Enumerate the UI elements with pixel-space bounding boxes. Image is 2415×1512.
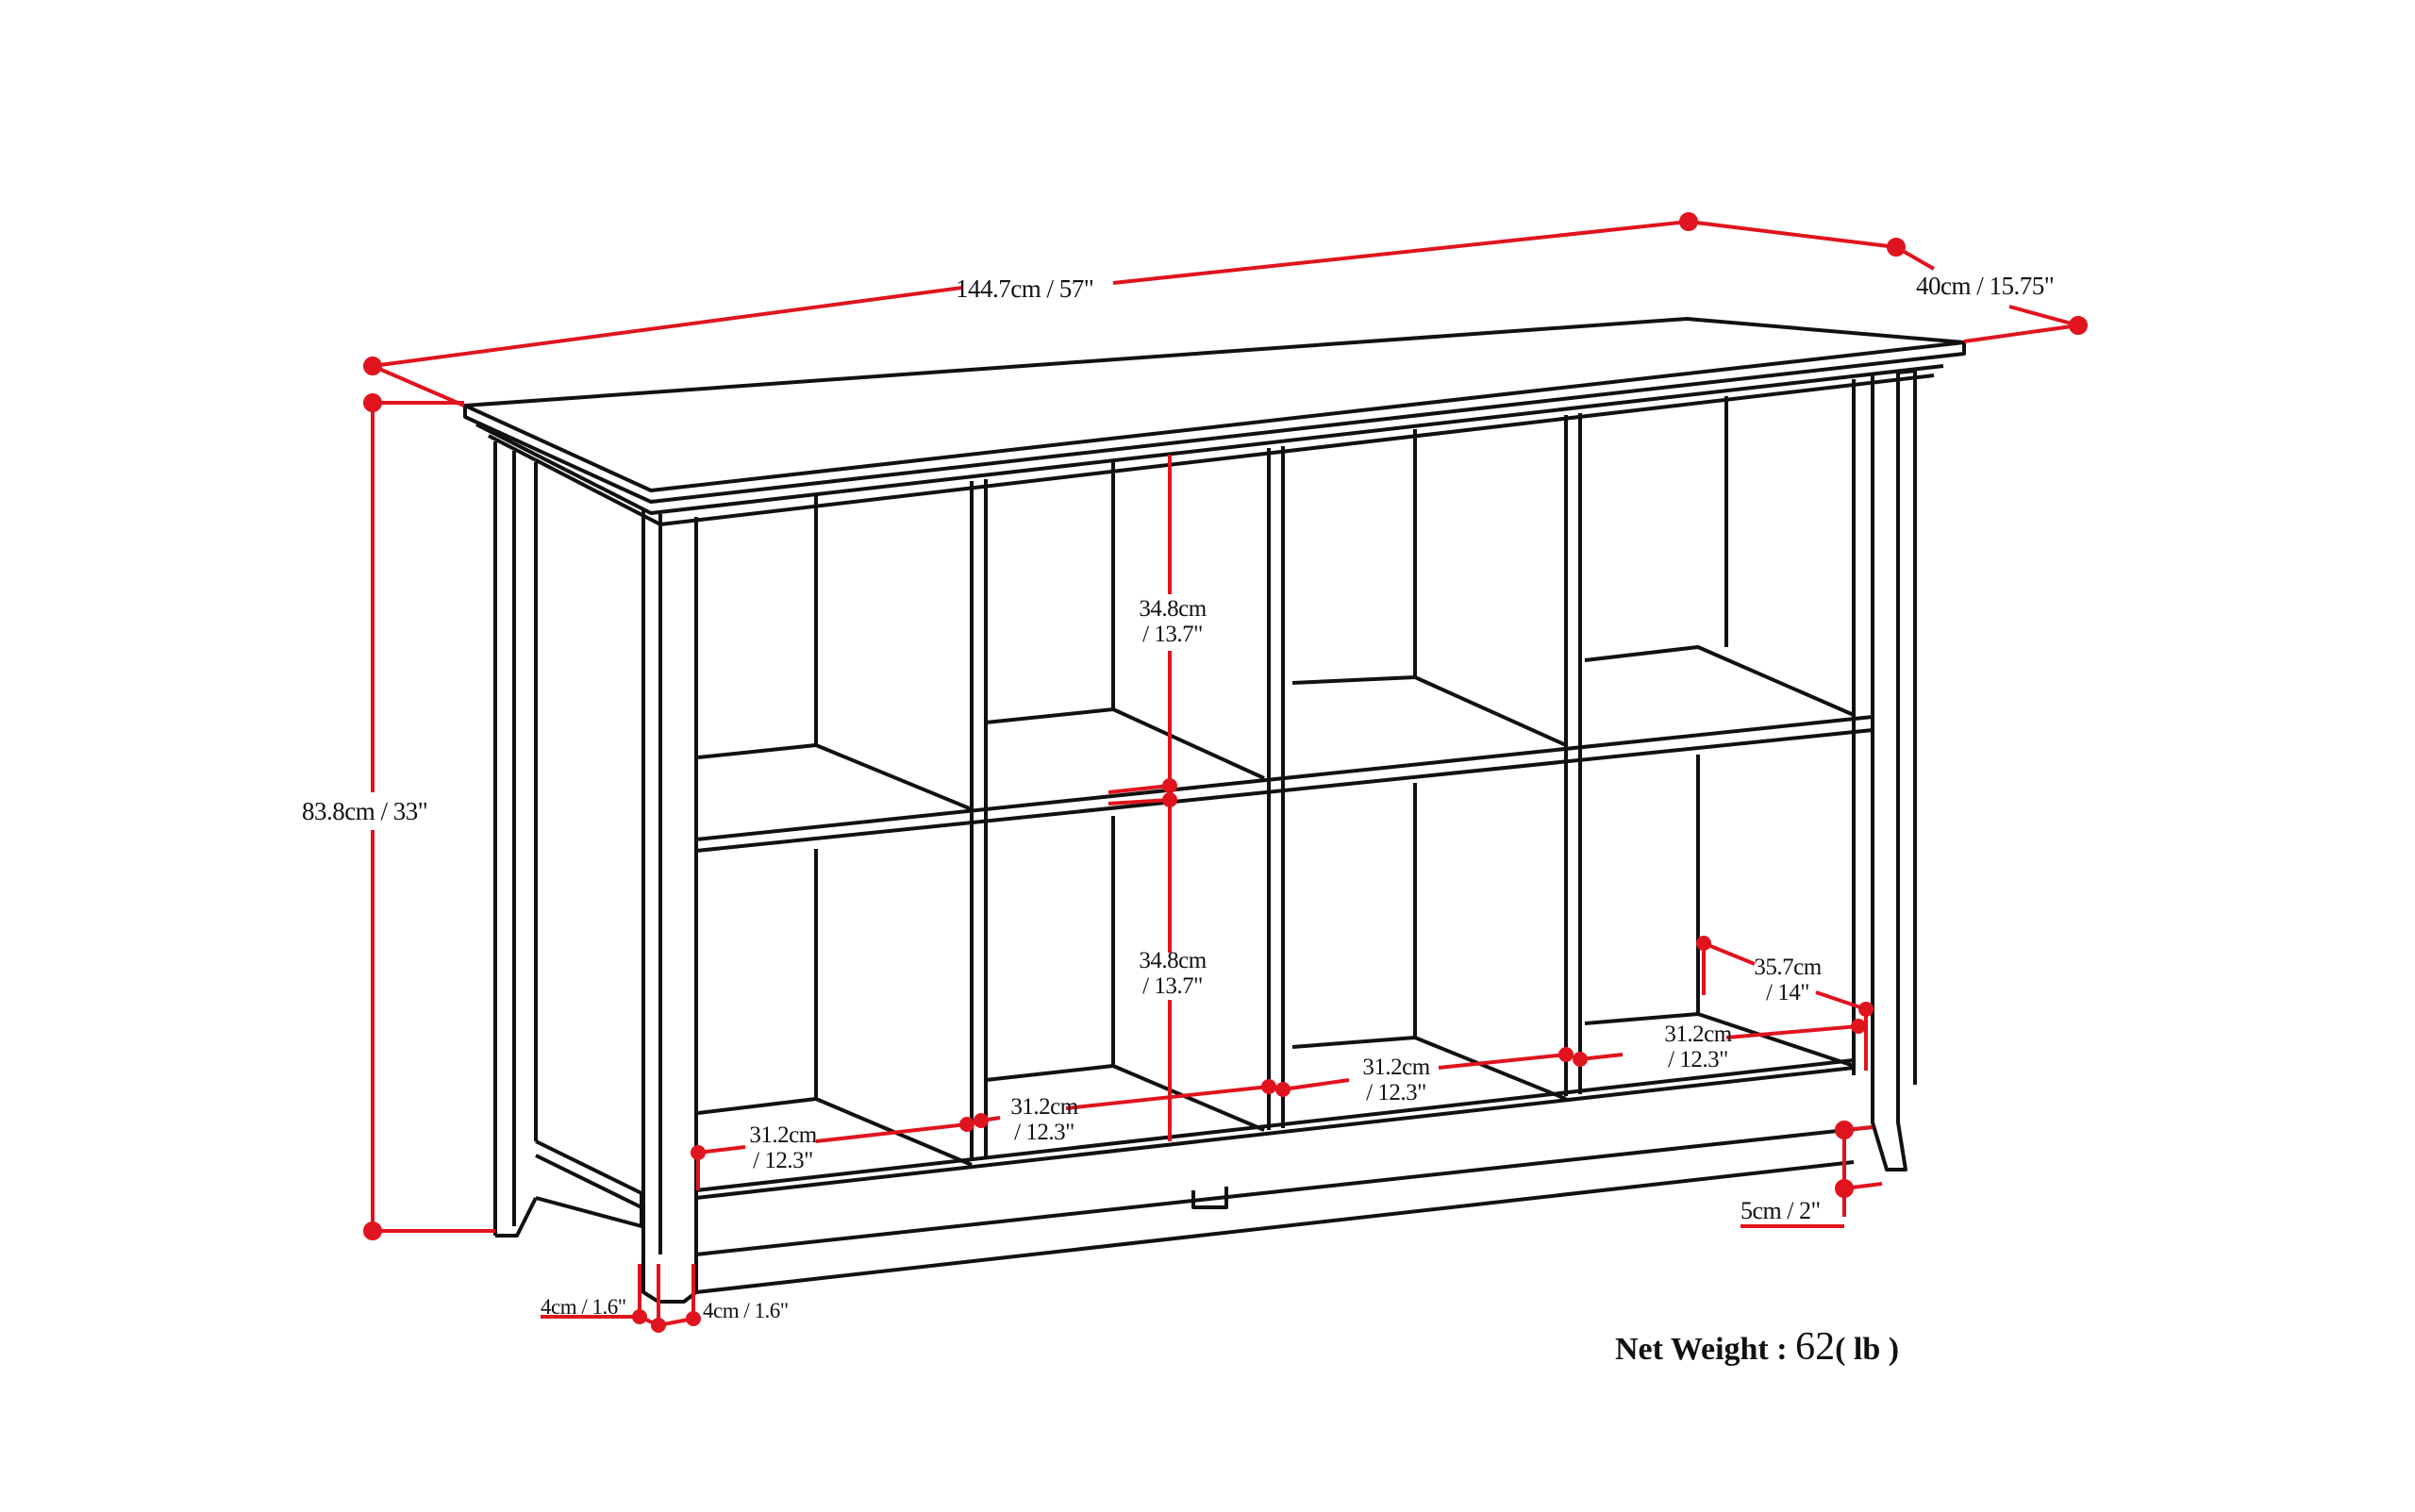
- cube-width-label-1: 31.2cm / 12.3": [745, 1122, 821, 1173]
- cube-depth-in: / 14": [1766, 980, 1809, 1005]
- cube-width-4-cm: 31.2cm: [1664, 1022, 1732, 1047]
- cube-width-label-2: 31.2cm / 12.3": [1007, 1094, 1082, 1145]
- height-dimension-label: 83.8cm / 33": [302, 797, 428, 825]
- cube-width-3-cm: 31.2cm: [1362, 1055, 1430, 1080]
- cube-height-top-label: 34.8cm / 13.7": [1132, 596, 1213, 647]
- cube-depth-cm: 35.7cm: [1754, 955, 1822, 980]
- dimension-lines: [363, 212, 2088, 1333]
- depth-dimension-label: 40cm / 15.75": [1916, 272, 2055, 300]
- cube-width-2-cm: 31.2cm: [1010, 1094, 1078, 1120]
- cube-width-label-3: 31.2cm / 12.3": [1358, 1055, 1434, 1105]
- cube-height-top-in: / 13.7": [1142, 622, 1203, 647]
- cube-depth-label: 35.7cm / 14": [1750, 955, 1825, 1005]
- cube-width-3-in: / 12.3": [1366, 1080, 1426, 1105]
- cabinet-top: [463, 317, 1966, 492]
- net-weight-unit: ( lb ): [1835, 1332, 1900, 1367]
- leg-width-front-label: 4cm / 1.6": [541, 1295, 626, 1319]
- cabinet-outline: [463, 317, 1966, 1304]
- net-weight-value: 62: [1795, 1325, 1836, 1369]
- cube-width-2-in: / 12.3": [1014, 1120, 1074, 1145]
- leg-width-side-label: 4cm / 1.6": [703, 1299, 789, 1322]
- floor-clearance-label: 5cm / 2": [1740, 1197, 1821, 1224]
- cube-height-bottom-cm: 34.8cm: [1139, 948, 1207, 973]
- cube-width-1-cm: 31.2cm: [749, 1122, 817, 1148]
- width-dimension-label: 144.7cm / 57": [956, 274, 1094, 303]
- cube-width-4-in: / 12.3": [1668, 1047, 1728, 1072]
- cube-height-bottom-label: 34.8cm / 13.7": [1132, 948, 1213, 999]
- cube-width-label-4: 31.2cm / 12.3": [1660, 1022, 1736, 1072]
- net-weight-label: Net Weight :: [1615, 1332, 1788, 1367]
- cube-height-top-cm: 34.8cm: [1139, 596, 1207, 622]
- net-weight: Net Weight : 62( lb ): [1615, 1324, 1899, 1370]
- cube-width-1-in: / 12.3": [753, 1148, 813, 1173]
- cube-height-bottom-in: / 13.7": [1142, 973, 1203, 999]
